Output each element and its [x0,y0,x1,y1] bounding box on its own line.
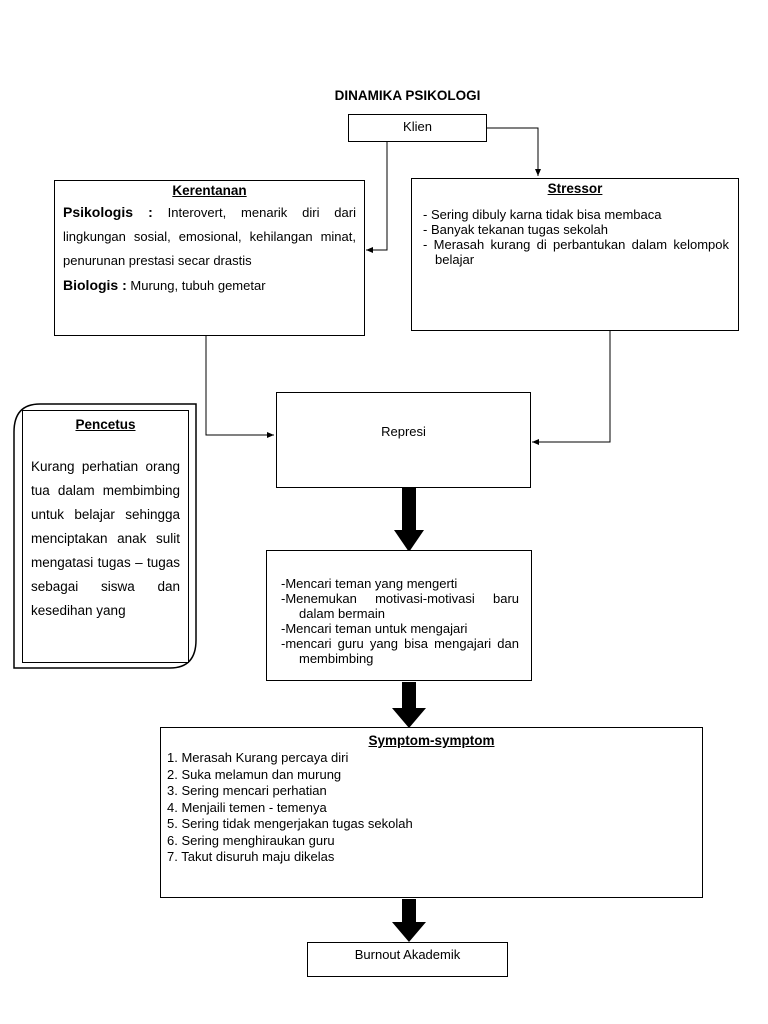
thick-arrow-represi-coping [394,488,424,552]
kerentanan-box: Kerentanan Psikologis : Interovert, mena… [54,180,365,336]
arrow-klien-kerentanan [366,141,388,253]
pencetus-text: Kurang perhatian orang tua dalam membimb… [31,459,180,618]
symptom-list: 1. Merasah Kurang percaya diri 2. Suka m… [167,750,696,866]
psikologis-text: Interovert, menarik diri dari lingkungan… [63,205,356,268]
symptom-item: 7. Takut disuruh maju dikelas [167,849,335,864]
coping-item: -Mencari teman untuk mengajari [281,621,468,636]
arrow-klien-stressor [487,127,541,176]
kerentanan-heading: Kerentanan [172,183,247,198]
coping-list: -Mencari teman yang mengerti -Menemukan … [281,576,519,666]
symptom-heading: Symptom-symptom [368,733,495,748]
symptom-item: 1. Merasah Kurang percaya diri [167,750,349,765]
stressor-item: - Sering dibuly karna tidak bisa membaca [423,207,662,222]
kerentanan-biologis: Biologis : Murung, tubuh gemetar [63,273,356,298]
symptom-item: 4. Menjaili temen - temenya [167,799,327,815]
symptom-item: 2. Suka melamun dan murung [167,766,342,782]
represi-box: Represi [276,392,531,488]
stressor-heading: Stressor [547,181,603,196]
coping-item: -mencari guru yang bisa mengajari dan me… [281,636,519,666]
burnout-label: Burnout Akademik [354,947,461,962]
stressor-list: - Sering dibuly karna tidak bisa membaca… [421,207,729,267]
biologis-label: Biologis : [63,277,127,293]
coping-box: -Mencari teman yang mengerti -Menemukan … [266,550,532,681]
klien-box: Klien [348,114,487,142]
thick-arrow-symptom-burnout [392,899,426,942]
stressor-item: - Merasah kurang di perbantukan dalam ke… [423,237,729,267]
stressor-box: Stressor - Sering dibuly karna tidak bis… [411,178,739,331]
pencetus-box: Pencetus Kurang perhatian orang tua dala… [22,410,189,663]
represi-label: Represi [381,424,426,439]
biologis-text: Murung, tubuh gemetar [130,278,266,293]
coping-item: -Mencari teman yang mengerti [281,576,458,591]
coping-item: -Menemukan motivasi-motivasi baru dalam … [281,591,519,621]
page-title: DINAMIKA PSIKOLOGI [334,88,481,103]
symptom-box: Symptom-symptom 1. Merasah Kurang percay… [160,727,703,898]
klien-label: Klien [403,119,432,134]
psikologis-label: Psikologis : [63,204,153,220]
arrow-kerentanan-represi [205,336,274,438]
symptom-item: 5. Sering tidak mengerjakan tugas sekola… [167,816,413,831]
symptom-item: 3. Sering mencari perhatian [167,783,327,798]
symptom-item: 6. Sering menghiraukan guru [167,832,335,848]
pencetus-heading: Pencetus [75,417,136,432]
arrow-stressor-represi [532,331,611,445]
burnout-box: Burnout Akademik [307,942,508,977]
stressor-item: - Banyak tekanan tugas sekolah [423,222,609,237]
kerentanan-psikologis: Psikologis : Interovert, menarik diri da… [63,200,356,273]
thick-arrow-coping-symptom [392,682,426,728]
